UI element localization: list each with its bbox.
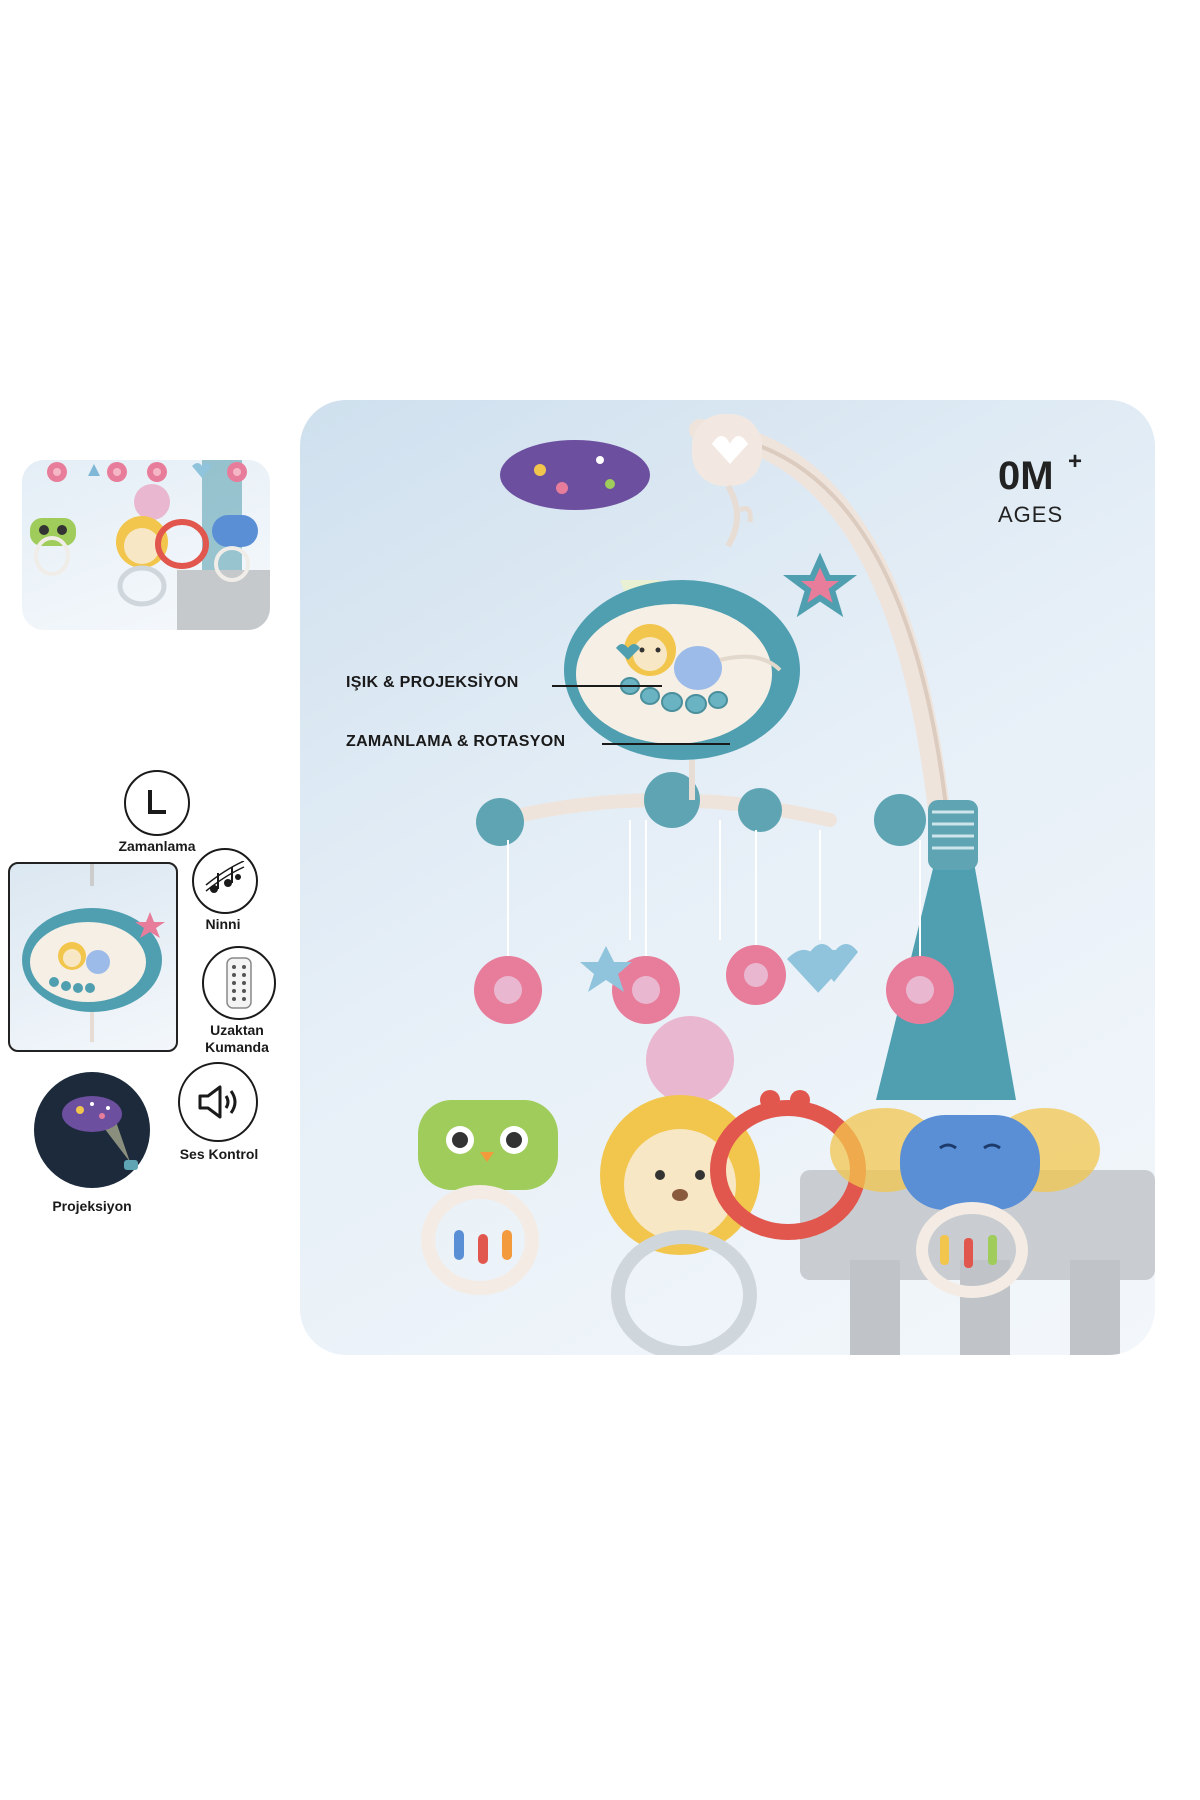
feature-volume: Ses Kontrol xyxy=(168,1062,288,1162)
age-badge-plus: + xyxy=(1068,448,1083,475)
thumbnail-hanging-toys[interactable] xyxy=(22,460,270,630)
clock-icon xyxy=(124,770,190,836)
feature-label-volume: Ses Kontrol xyxy=(179,1146,259,1162)
projection-icon xyxy=(34,1072,150,1188)
hanging-toys-image xyxy=(30,460,270,630)
feature-label-remote: Uzaktan Kumanda xyxy=(205,1022,269,1055)
callout-line-light xyxy=(552,685,662,687)
callout-line-timer xyxy=(602,743,730,745)
age-badge: 0M + AGES xyxy=(998,448,1118,530)
main-product-panel: 0M + AGES xyxy=(300,400,1155,1355)
thumbnail-music-box[interactable] xyxy=(8,862,178,1052)
feature-timer: Zamanlama xyxy=(92,770,222,854)
callout-timer-rotation: ZAMANLAMA & ROTASYON xyxy=(346,733,566,750)
feature-label-projection: Projeksiyon xyxy=(52,1198,132,1214)
speaker-icon xyxy=(178,1062,258,1142)
music-notes-icon xyxy=(192,848,258,914)
mobile-illustration xyxy=(418,414,1155,1355)
age-badge-sub: AGES xyxy=(998,502,1064,527)
age-badge-main: 0M xyxy=(998,454,1054,498)
music-box-image xyxy=(22,864,165,1042)
feature-remote: Uzaktan Kumanda xyxy=(192,946,292,1062)
feature-projection: Projeksiyon xyxy=(24,1070,160,1218)
feature-label-timer: Zamanlama xyxy=(118,838,196,854)
remote-control-icon xyxy=(202,946,276,1020)
callout-light-projection: IŞIK & PROJEKSİYON xyxy=(346,674,519,691)
feature-label-lullaby: Ninni xyxy=(205,916,241,932)
feature-lullaby: Ninni xyxy=(180,848,270,938)
